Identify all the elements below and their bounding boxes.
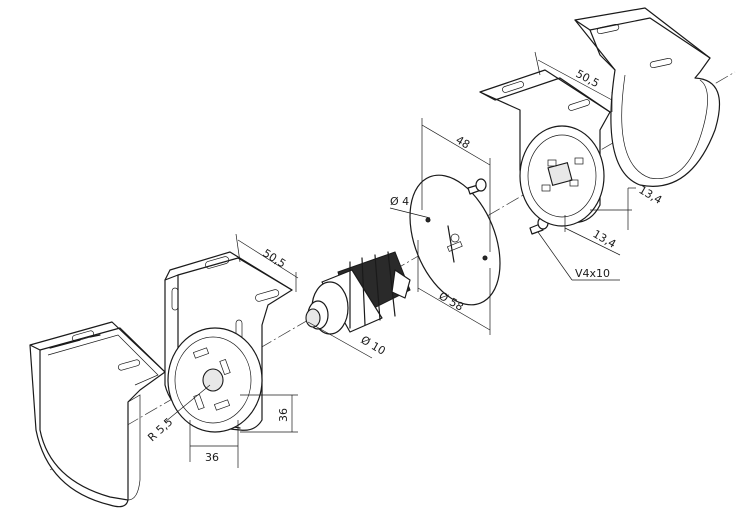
dim-label-v4x10: V4x10: [575, 267, 610, 280]
dim-label-48: 48: [454, 133, 473, 151]
left-mounting-bracket: [164, 251, 293, 433]
dim-label-dia-4: Ø 4: [390, 195, 409, 208]
dim-label-50-5-lower: 50,5: [260, 247, 288, 271]
left-u-bracket: [29, 321, 166, 508]
dim-label-36-horizontal: 36: [205, 451, 219, 464]
dim-label-13-4-upper: 13,4: [637, 183, 665, 207]
dimension-36-vertical: 36: [240, 394, 298, 433]
right-mounting-bracket: [479, 69, 611, 227]
right-u-bracket: [574, 7, 721, 187]
tube-adapter: [305, 251, 411, 335]
dimension-48: 48: [421, 118, 491, 252]
dim-label-r-5-5: R 5,5: [145, 415, 175, 444]
dimension-v4x10: V4x10: [537, 231, 620, 281]
dim-label-36-vertical: 36: [277, 408, 290, 422]
round-disc: [409, 174, 501, 306]
dim-label-dia-10: Ø 10: [359, 333, 388, 357]
dimension-36-horizontal: 36: [189, 420, 239, 468]
dimension-dia-4: Ø 4: [389, 195, 431, 219]
screw-top: [467, 178, 487, 195]
